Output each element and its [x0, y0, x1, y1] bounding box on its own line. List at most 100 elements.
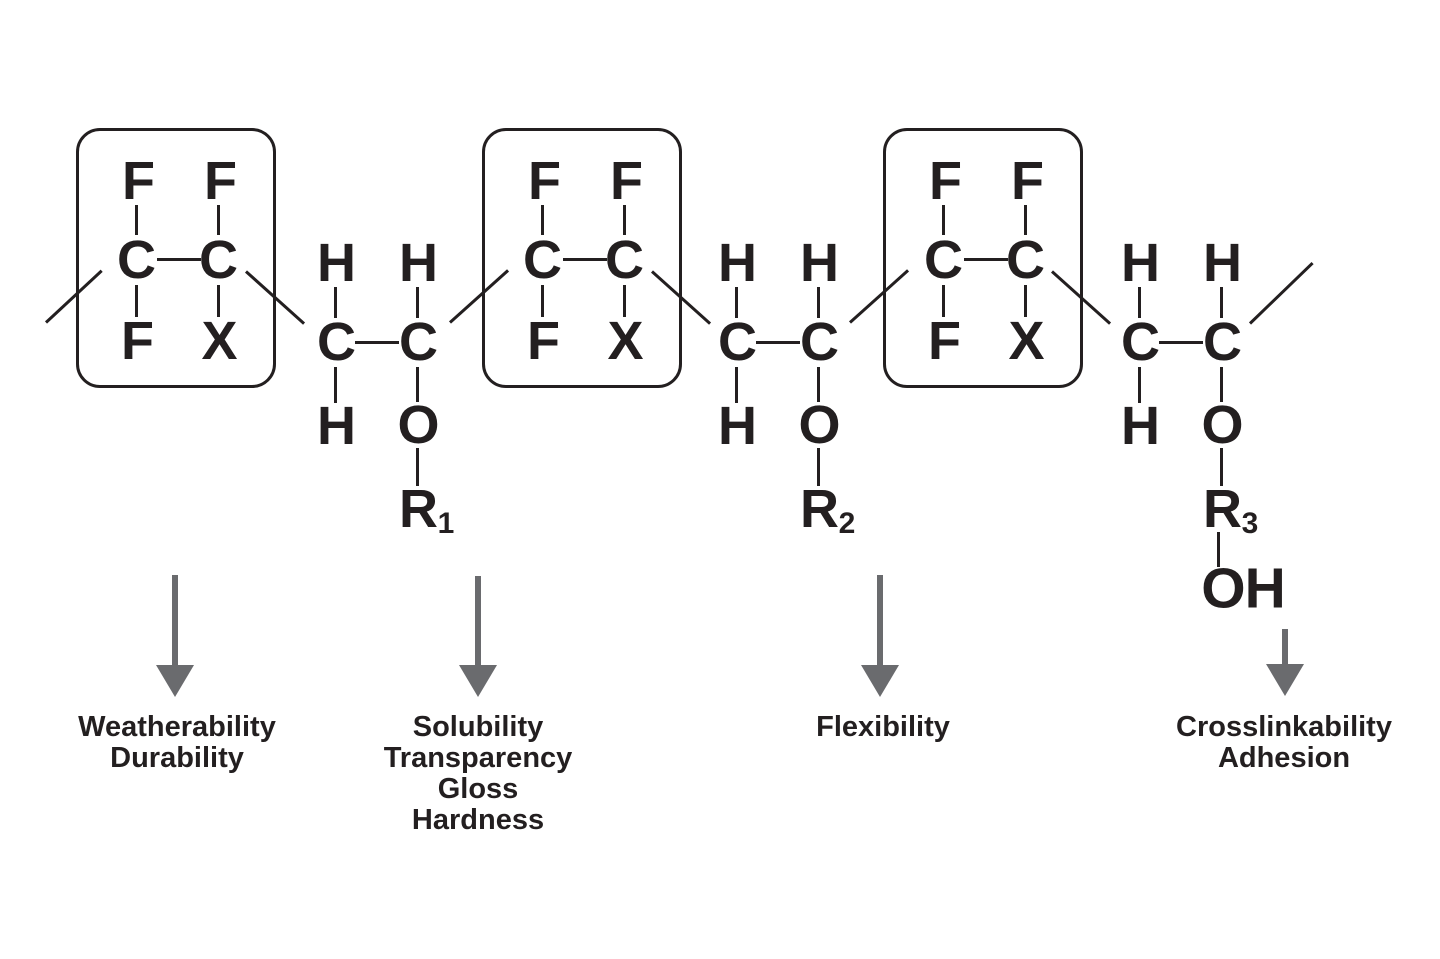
ether-unit-3: H H C C H O R 3 OH	[1080, 233, 1300, 633]
atom-c-left: C	[924, 230, 963, 290]
atom-c-right: C	[800, 312, 839, 372]
atom-c-right: C	[399, 312, 438, 372]
label-line: Solubility	[412, 711, 544, 743]
down-arrow-head-icon	[459, 665, 497, 697]
atom-h-top-right: H	[800, 233, 839, 293]
bond-vertical-o-r	[817, 448, 820, 486]
bond-vertical	[541, 205, 544, 235]
bond-vertical	[217, 205, 220, 235]
bond-vertical	[416, 287, 419, 318]
bond-vertical	[1024, 205, 1027, 235]
label-line: Weatherability	[78, 711, 276, 743]
arrow-shaft	[1282, 629, 1288, 664]
bond-vertical	[541, 285, 544, 317]
property-arrow-flexibility	[861, 575, 899, 697]
atom-x-bottom-right: X	[607, 311, 643, 371]
atom-h-top-right: H	[1203, 233, 1242, 293]
atom-h-top-right: H	[399, 233, 438, 293]
label-line: Adhesion	[1217, 742, 1351, 774]
fluoro-unit-box-1: F F C C F X	[76, 128, 276, 388]
arrow-shaft	[877, 575, 883, 665]
atom-c-right: C	[605, 230, 644, 290]
atom-c-left: C	[718, 312, 757, 372]
atom-f-top-left: F	[929, 151, 962, 211]
property-arrow-weatherability	[156, 575, 194, 697]
bond-vertical	[735, 287, 738, 318]
atom-x-bottom-right: X	[1008, 311, 1044, 371]
bond-vertical	[817, 287, 820, 318]
atom-c-left: C	[1121, 312, 1160, 372]
bond-horizontal	[964, 258, 1008, 261]
atom-f-top-left: F	[528, 151, 561, 211]
atom-h-top-left: H	[317, 233, 356, 293]
bond-vertical	[942, 205, 945, 235]
atom-c-right: C	[199, 230, 238, 290]
atom-o: O	[1201, 395, 1243, 455]
bond-horizontal	[157, 258, 201, 261]
bond-vertical	[135, 285, 138, 317]
bond-vertical	[1220, 367, 1223, 402]
atom-c-right: C	[1006, 230, 1045, 290]
atom-f-top-right: F	[204, 151, 237, 211]
bond-horizontal	[1159, 341, 1203, 344]
bond-vertical	[1024, 285, 1027, 317]
bond-vertical	[217, 285, 220, 317]
bond-vertical	[1138, 367, 1141, 403]
atom-c-left: C	[317, 312, 356, 372]
property-label-weatherability: Weatherability Durability	[7, 712, 347, 774]
bond-vertical-r-oh	[1217, 532, 1220, 567]
arrow-shaft	[172, 575, 178, 665]
atom-h-bottom: H	[718, 396, 757, 456]
atom-x-bottom-right: X	[201, 311, 237, 371]
atom-f-top-right: F	[610, 151, 643, 211]
r-subscript: 3	[1241, 507, 1259, 540]
bond-horizontal	[355, 341, 399, 344]
label-line: Hardness	[411, 804, 545, 836]
label-line: Flexibility	[816, 711, 950, 743]
bond-vertical-o-r	[416, 448, 419, 486]
bond-vertical	[623, 205, 626, 235]
r-group-label: R	[1203, 479, 1242, 539]
fluoro-unit-box-2: F F C C F X	[482, 128, 682, 388]
arrow-shaft	[475, 576, 481, 665]
down-arrow-head-icon	[1266, 664, 1304, 696]
property-label-solubility: Solubility Transparency Gloss Hardness	[308, 712, 648, 836]
bond-horizontal	[756, 341, 800, 344]
bond-vertical	[416, 367, 419, 402]
atom-h-bottom: H	[1121, 396, 1160, 456]
bond-vertical	[623, 285, 626, 317]
ether-unit-1: H H C C H O R 1	[276, 233, 496, 633]
bond-vertical	[942, 285, 945, 317]
bond-vertical	[735, 367, 738, 403]
r-subscript: 1	[437, 507, 455, 540]
atom-f-top-right: F	[1011, 151, 1044, 211]
atom-f-top-left: F	[122, 151, 155, 211]
atom-c-right: C	[1203, 312, 1242, 372]
bond-vertical-o-r	[1220, 448, 1223, 486]
bond-vertical	[817, 367, 820, 402]
label-line: Crosslinkability	[1176, 711, 1392, 743]
property-label-flexibility: Flexibility	[713, 712, 1053, 743]
atom-h-top-left: H	[1121, 233, 1160, 293]
down-arrow-head-icon	[861, 665, 899, 697]
atom-h-top-left: H	[718, 233, 757, 293]
property-label-crosslinkability: Crosslinkability Adhesion	[1114, 712, 1440, 774]
bond-vertical	[135, 205, 138, 235]
r-group-label: R	[800, 479, 839, 539]
atom-f-bottom-left: F	[121, 311, 154, 371]
label-line: Durability	[110, 742, 244, 774]
label-line: Gloss	[437, 773, 519, 805]
label-line: Transparency	[383, 742, 573, 774]
atom-o: O	[798, 395, 840, 455]
ether-unit-2: H H C C H O R 2	[677, 233, 897, 633]
property-arrow-crosslinkability	[1266, 629, 1304, 696]
down-arrow-head-icon	[156, 665, 194, 697]
bond-vertical	[334, 287, 337, 318]
fluoro-unit-box-3: F F C C F X	[883, 128, 1083, 388]
atom-c-left: C	[117, 230, 156, 290]
atom-h-bottom: H	[317, 396, 356, 456]
atom-o: O	[397, 395, 439, 455]
r-group-label: R	[399, 479, 438, 539]
property-arrow-solubility	[459, 576, 497, 697]
atom-c-left: C	[523, 230, 562, 290]
